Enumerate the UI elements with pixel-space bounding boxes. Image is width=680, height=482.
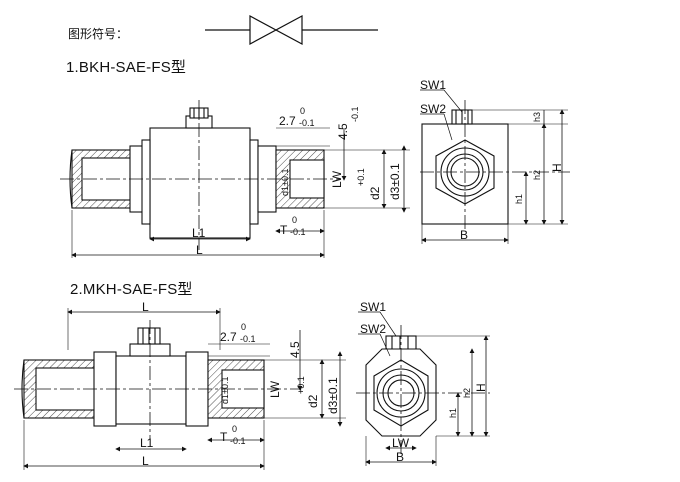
dim-d1-label: d1±0.1 <box>280 168 290 196</box>
dim-45-tol: -0.1 <box>350 106 360 122</box>
bkh-front-view <box>420 89 570 244</box>
bkh-side-view <box>60 100 410 258</box>
dim-l1-label: L1 <box>192 226 206 240</box>
dim-t-tol-bot: -0.1 <box>290 227 306 237</box>
dim-d3-label-2: d3±0.1 <box>326 377 340 414</box>
dim-h1-label: h1 <box>514 193 524 204</box>
dim-t-tol-top: 0 <box>292 215 298 225</box>
dim-h2-label: h2 <box>532 169 542 180</box>
sw1-label: SW1 <box>420 78 447 92</box>
dim-l1-label-2: L1 <box>140 436 154 450</box>
dim-l-bottom-label: L <box>142 454 149 468</box>
mkh-side-view <box>14 308 346 470</box>
dim-t-label-2: T <box>220 430 228 444</box>
sw2-label: SW2 <box>420 102 447 116</box>
dim-b-label-2: B <box>396 450 405 464</box>
sw1-label-2: SW1 <box>360 300 387 314</box>
dim-lw-label-2: LW <box>268 380 282 398</box>
dim-27-tol-bot-2: -0.1 <box>240 334 256 344</box>
dim-h3-label: h3 <box>532 111 542 122</box>
dim-t-label: T <box>280 223 288 237</box>
dim-45-label: 4.5 <box>336 123 350 140</box>
dim-h-label: H <box>550 163 564 172</box>
valve-symbol-icon <box>205 14 378 46</box>
dim-45-label-2: 4.5 <box>288 341 302 358</box>
dim-d2-label: d2 <box>368 186 382 200</box>
dim-d2-tol: +0.1 <box>356 168 366 186</box>
dim-lw-front-label: LW <box>392 436 410 450</box>
sw2-label-2: SW2 <box>360 322 387 336</box>
dim-t-tol-bot-2: -0.1 <box>230 436 246 446</box>
dim-h2-label-2: h2 <box>462 387 472 398</box>
dim-27-label-2: 2.7 <box>220 330 237 344</box>
symbol-label: 图形符号： <box>68 27 129 41</box>
dim-d1-label-2: d1±0.1 <box>220 376 230 404</box>
dim-l-label: L <box>196 243 203 257</box>
dim-t-tol-top-2: 0 <box>232 424 238 434</box>
dim-h1-label-2: h1 <box>448 407 458 418</box>
mkh-front-view <box>356 311 490 466</box>
dim-d2-label-2: d2 <box>306 394 320 408</box>
dim-l-top-label: L <box>142 300 149 314</box>
dim-d3-label: d3±0.1 <box>388 163 402 200</box>
dim-27-tol-top: 0 <box>300 106 306 116</box>
dim-27-label: 2.7 <box>279 114 296 128</box>
dim-b-label: B <box>460 228 469 242</box>
dim-d2-tol-2: +0.1 <box>296 376 306 394</box>
section-title-bkh: 1.BKH-SAE-FS型 <box>66 59 187 76</box>
dim-27-tol-bot: -0.1 <box>299 118 315 128</box>
dim-27-tol-top-2: 0 <box>241 322 247 332</box>
dim-h-label-2: H <box>474 383 488 392</box>
dim-lw-label: LW <box>330 170 344 188</box>
section-title-mkh: 2.MKH-SAE-FS型 <box>70 281 193 298</box>
